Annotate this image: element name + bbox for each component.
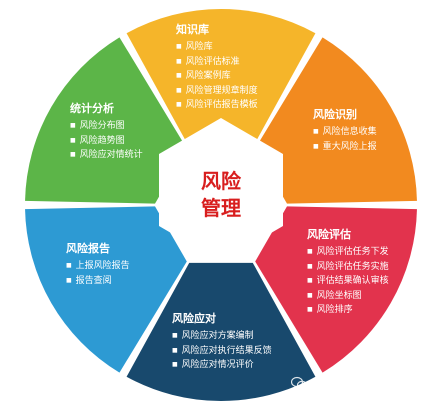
center-hexagon <box>159 118 283 262</box>
segment-identify-items: 风险信息收集 重大风险上报 <box>313 125 377 154</box>
segment-stats-items: 风险分布图 风险趋势图 风险应对情统计 <box>70 119 143 163</box>
list-item: 上报风险报告 <box>66 259 130 274</box>
segment-assess: 风险评估 风险评估任务下发 风险评估任务实施 评估结果确认审核 风险坐标图 风险… <box>307 226 389 318</box>
segment-response-items: 风险应对方案编制 风险应对执行结果反馈 风险应对情况评价 <box>172 329 272 373</box>
segment-response-title: 风险应对 <box>172 312 216 325</box>
segment-identify-shape <box>255 37 417 204</box>
list-item: 风险坐标图 <box>307 289 389 304</box>
list-item: 风险评估标准 <box>176 55 258 70</box>
center-title-line1: 风险 <box>201 169 241 193</box>
segment-stats: 统计分析 风险分布图 风险趋势图 风险应对情统计 <box>70 100 143 163</box>
segment-report: 风险报告 上报风险报告 报告查阅 <box>66 240 130 288</box>
segment-assess-title: 风险评估 <box>307 228 351 241</box>
list-item: 风险评估报告模板 <box>176 98 258 113</box>
list-item: 风险分布图 <box>70 119 143 134</box>
segment-assess-items: 风险评估任务下发 风险评估任务实施 评估结果确认审核 风险坐标图 风险排序 <box>307 245 389 318</box>
list-item: 风险库 <box>176 40 258 55</box>
list-item: 风险评估任务下发 <box>307 245 389 260</box>
list-item: 风险趋势图 <box>70 134 143 149</box>
watermark <box>290 376 431 398</box>
list-item: 报告查阅 <box>66 274 130 289</box>
segment-report-shape <box>25 206 187 373</box>
segment-identify: 风险识别 风险信息收集 重大风险上报 <box>313 106 377 154</box>
segment-knowledge-title: 知识库 <box>176 23 209 36</box>
chat-bubble-icon <box>290 376 308 390</box>
segment-knowledge: 知识库 风险库 风险评估标准 风险案例库 风险管理规章制度 风险评估报告模板 <box>176 21 258 113</box>
segment-identify-title: 风险识别 <box>313 108 357 121</box>
center-title-line2: 管理 <box>201 196 241 220</box>
segment-response: 风险应对 风险应对方案编制 风险应对执行结果反馈 风险应对情况评价 <box>172 310 272 373</box>
center-title: 风险 管理 <box>171 168 271 222</box>
list-item: 风险评估任务实施 <box>307 260 389 275</box>
list-item: 风险排序 <box>307 303 389 318</box>
list-item: 风险应对执行结果反馈 <box>172 344 272 359</box>
segment-stats-title: 统计分析 <box>70 102 114 115</box>
list-item: 风险管理规章制度 <box>176 84 258 99</box>
segment-report-title: 风险报告 <box>66 242 110 255</box>
list-item: 评估结果确认审核 <box>307 274 389 289</box>
list-item: 风险应对情况评价 <box>172 358 272 373</box>
segment-knowledge-items: 风险库 风险评估标准 风险案例库 风险管理规章制度 风险评估报告模板 <box>176 40 258 113</box>
list-item: 风险信息收集 <box>313 125 377 140</box>
list-item: 风险案例库 <box>176 69 258 84</box>
list-item: 风险应对方案编制 <box>172 329 272 344</box>
list-item: 风险应对情统计 <box>70 148 143 163</box>
segment-report-items: 上报风险报告 报告查阅 <box>66 259 130 288</box>
list-item: 重大风险上报 <box>313 140 377 155</box>
